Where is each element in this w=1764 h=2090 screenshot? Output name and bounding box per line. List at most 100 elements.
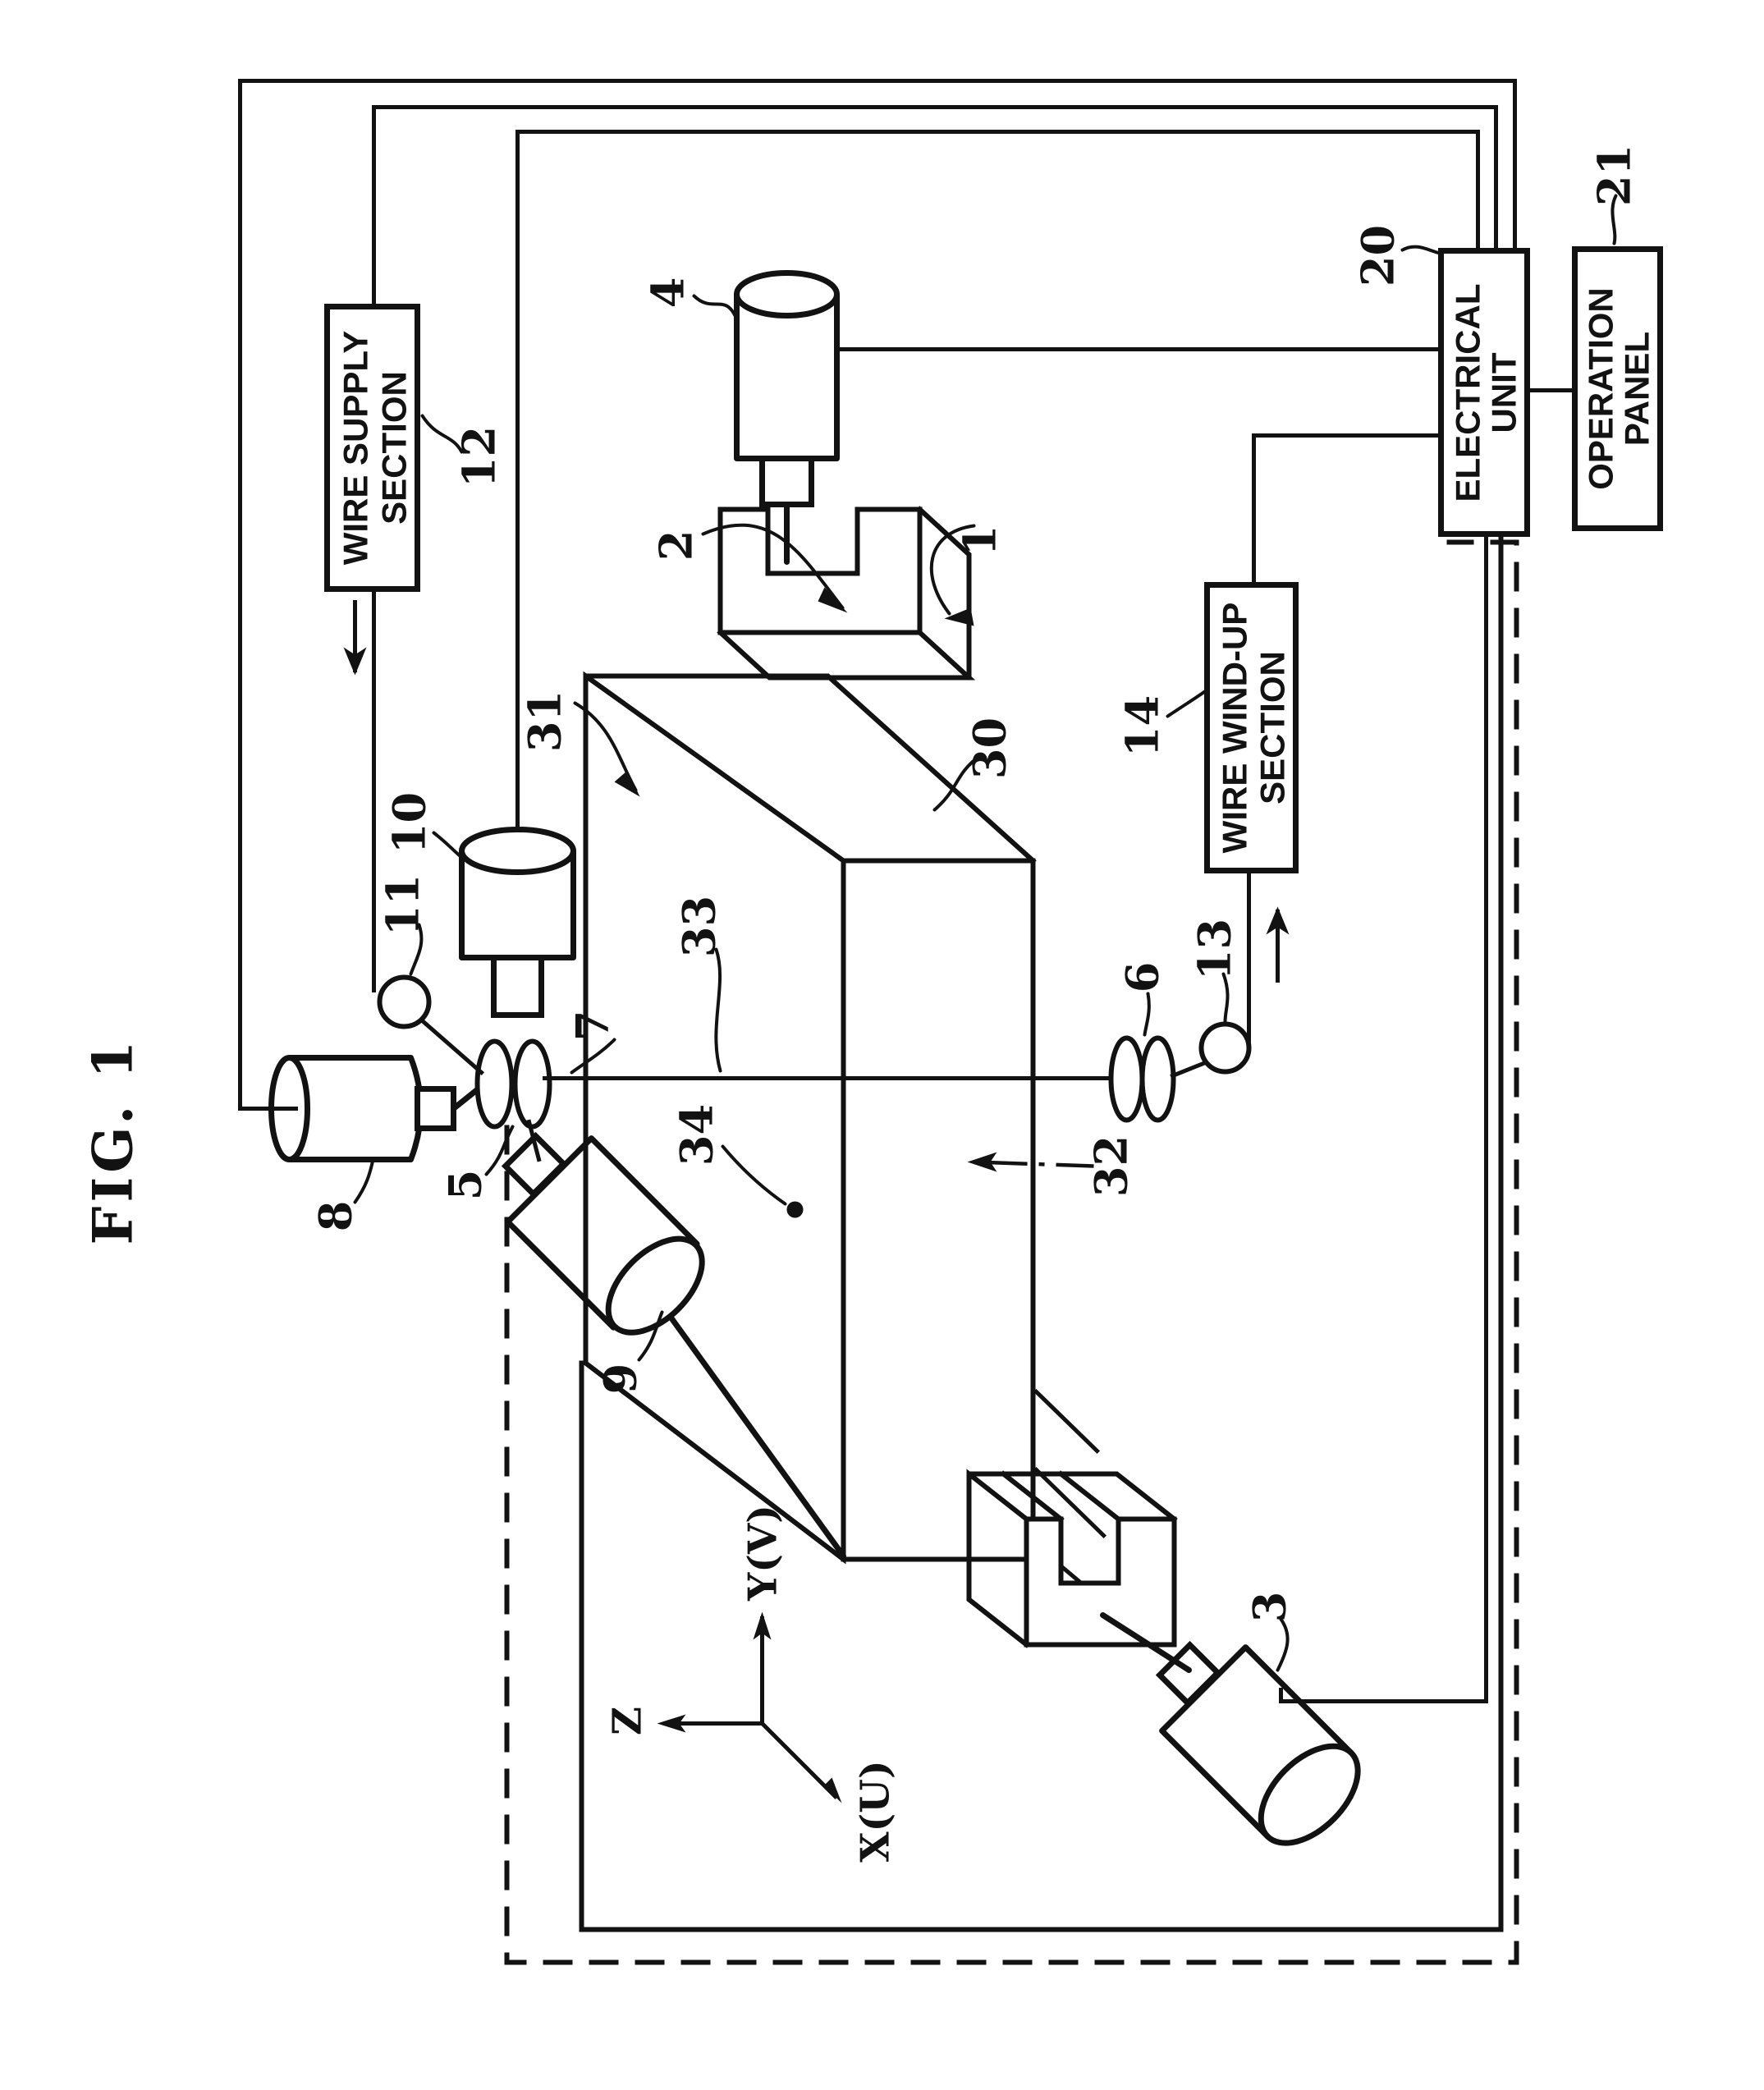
machine-base-outline <box>579 531 1503 1932</box>
leader-14 <box>1166 688 1208 717</box>
wire-supply-label-line2: SECTION <box>374 371 413 525</box>
ref-21: 21 <box>1588 144 1640 205</box>
ref-7: 7 <box>566 1010 618 1041</box>
motor-4-neck <box>758 455 814 507</box>
leader-34 <box>721 1144 786 1205</box>
z-axis-label: Z <box>604 1706 650 1735</box>
leader-30 <box>932 754 980 811</box>
upper-guide-block <box>716 505 975 680</box>
leader-12 <box>420 414 463 453</box>
leader-7 <box>570 1038 616 1074</box>
pulley-6-flange-bottom <box>1139 1035 1175 1122</box>
motor-9-end-cap <box>605 1235 705 1336</box>
y-axis-label: Y(V) <box>740 1505 786 1602</box>
electrical-unit-label-line1: ELECTRICAL <box>1448 283 1487 502</box>
control-signal-rails <box>237 78 1517 1111</box>
wire-windup-label-line2: SECTION <box>1253 651 1291 804</box>
pulley-5-flange-bottom <box>512 1038 552 1129</box>
leader-10 <box>432 831 463 859</box>
leader-11 <box>409 923 423 975</box>
y-axis-arrow-head <box>753 1611 771 1639</box>
ref-30: 30 <box>963 717 1015 778</box>
pulley-6-flange-top <box>1108 1035 1144 1122</box>
electrical-unit-label-line2: UNIT <box>1484 352 1523 433</box>
leader-2-arrow-head <box>818 587 847 612</box>
figure-title: FIG. 1 <box>80 1036 144 1244</box>
machine-column-slab <box>583 671 1111 1609</box>
wire-supply-rect <box>323 303 420 592</box>
ref-3: 3 <box>1243 1591 1295 1622</box>
ref-13: 13 <box>1188 918 1240 979</box>
machine-enclosure-dashed-border <box>504 539 1519 1964</box>
rail-windup-to-eu <box>1251 433 1443 587</box>
z-axis-arrow-head <box>657 1714 685 1732</box>
ref-10: 10 <box>383 791 435 853</box>
supply-pulley-5 <box>474 1038 552 1129</box>
ref-1: 1 <box>953 525 1006 556</box>
coordinate-axes: Z Y(V) X(U) <box>604 1505 898 1863</box>
leader-2 <box>701 523 844 609</box>
motor-9-body <box>504 1134 700 1331</box>
motor-4-body <box>733 291 840 461</box>
slab-front-face <box>841 858 1035 1561</box>
supply-arrow-head <box>343 647 366 675</box>
rail-motor8-to-eu <box>237 78 1517 1111</box>
x-axis-line <box>758 1720 838 1799</box>
ref-4: 4 <box>641 277 694 308</box>
leader-8 <box>353 1157 374 1203</box>
leader-32-arrow-head <box>967 1152 997 1171</box>
leader-5 <box>484 1125 514 1176</box>
leader-32-dashdot <box>974 1159 1094 1168</box>
upper-guide-front-face <box>717 506 922 635</box>
reel-motor-8 <box>268 1054 481 1162</box>
motor-8-neck <box>414 1085 456 1131</box>
ref-6: 6 <box>1116 961 1168 992</box>
motor-4-end-cap <box>733 269 840 319</box>
leader-4 <box>692 294 737 319</box>
wire-electrode-path <box>371 586 1251 1080</box>
windup-roller-13 <box>1198 1021 1251 1074</box>
wire-pulley6-to-roller13 <box>1169 1059 1208 1079</box>
rail-supply-to-eu <box>371 104 1498 309</box>
ref-2: 2 <box>649 529 702 561</box>
leader-6 <box>1143 992 1151 1036</box>
upper-arm-motor-4 <box>733 269 840 565</box>
motor-8-shaft <box>450 1085 481 1111</box>
electrical-unit-box: ELECTRICAL UNIT <box>1437 247 1530 537</box>
motor-10-end-cap <box>458 826 576 875</box>
ref-9: 9 <box>593 1363 646 1394</box>
wire-windup-label-line1: WIRE WIND-UP <box>1215 602 1253 853</box>
x-axis-label: X(U) <box>852 1760 898 1863</box>
ref-32: 32 <box>1084 1134 1137 1196</box>
operation-panel-label-line1: OPERATION <box>1581 287 1620 490</box>
operation-panel-label-line2: PANEL <box>1617 331 1656 445</box>
lower-guide-depth-edges <box>966 1468 1178 1648</box>
pulley-to-motor-9-link <box>525 1118 542 1162</box>
leader-1 <box>929 524 975 615</box>
pulley-5-flange-top <box>474 1038 514 1129</box>
ref-34: 34 <box>670 1103 722 1165</box>
ref-8: 8 <box>309 1200 361 1231</box>
wire-direction-arrows <box>343 599 1289 983</box>
motor-3-neck <box>1155 1640 1221 1707</box>
ref-20: 20 <box>1351 224 1404 286</box>
operation-panel-box: OPERATION PANEL <box>1571 245 1663 531</box>
start-point-dot <box>786 1201 803 1217</box>
leader-3 <box>1276 1617 1290 1671</box>
tilt-motor-9 <box>501 1131 705 1336</box>
leader-1-arrow-head <box>944 607 974 626</box>
wire-windup-rect <box>1203 581 1299 873</box>
reference-numerals: FIG. 1 1 2 3 4 5 6 7 8 9 10 11 12 13 14 … <box>80 144 1640 1621</box>
rail-motor10-to-eu <box>515 129 1480 832</box>
ref-33: 33 <box>672 895 725 956</box>
motor-3-end-cap <box>1258 1743 1361 1846</box>
motor-10-neck <box>490 954 544 1018</box>
leader-9 <box>637 1310 663 1361</box>
leader-33 <box>713 947 722 1072</box>
x-axis-arrow-head <box>823 1777 841 1803</box>
ref-5: 5 <box>438 1169 491 1200</box>
ref-11: 11 <box>376 873 428 935</box>
